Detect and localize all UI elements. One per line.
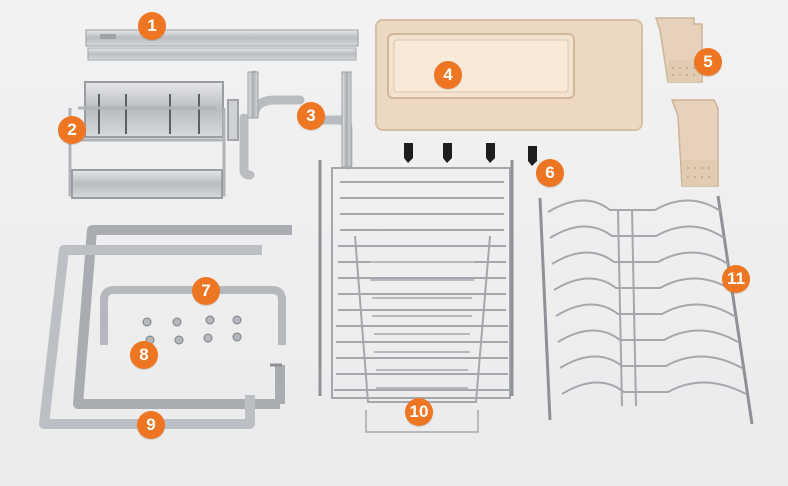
part-number-badge: 4 (434, 61, 462, 89)
part-number-badge: 1 (138, 12, 166, 40)
part-number-badge: 2 (58, 116, 86, 144)
part-number-badge: 7 (192, 277, 220, 305)
part-number-badge: 9 (137, 411, 165, 439)
part-number-badge: 10 (405, 398, 433, 426)
cup-holder-bracket (239, 70, 353, 180)
part-number-badge: 6 (536, 159, 564, 187)
part-number-badge: 8 (130, 341, 158, 369)
part-number-badge: 3 (297, 102, 325, 130)
part-number-badge: 11 (722, 265, 750, 293)
drip-tray (375, 19, 643, 131)
bowl-rack-basket (318, 160, 514, 433)
side-frames (39, 225, 292, 429)
knife-holder-shelf (68, 81, 239, 199)
top-rail (85, 29, 359, 61)
screws (142, 315, 242, 345)
part-number-badge: 5 (694, 48, 722, 76)
u-bracket (100, 286, 286, 345)
hooks (404, 143, 537, 166)
utensil-holder-cups (654, 17, 719, 187)
plate-rack (538, 195, 754, 425)
